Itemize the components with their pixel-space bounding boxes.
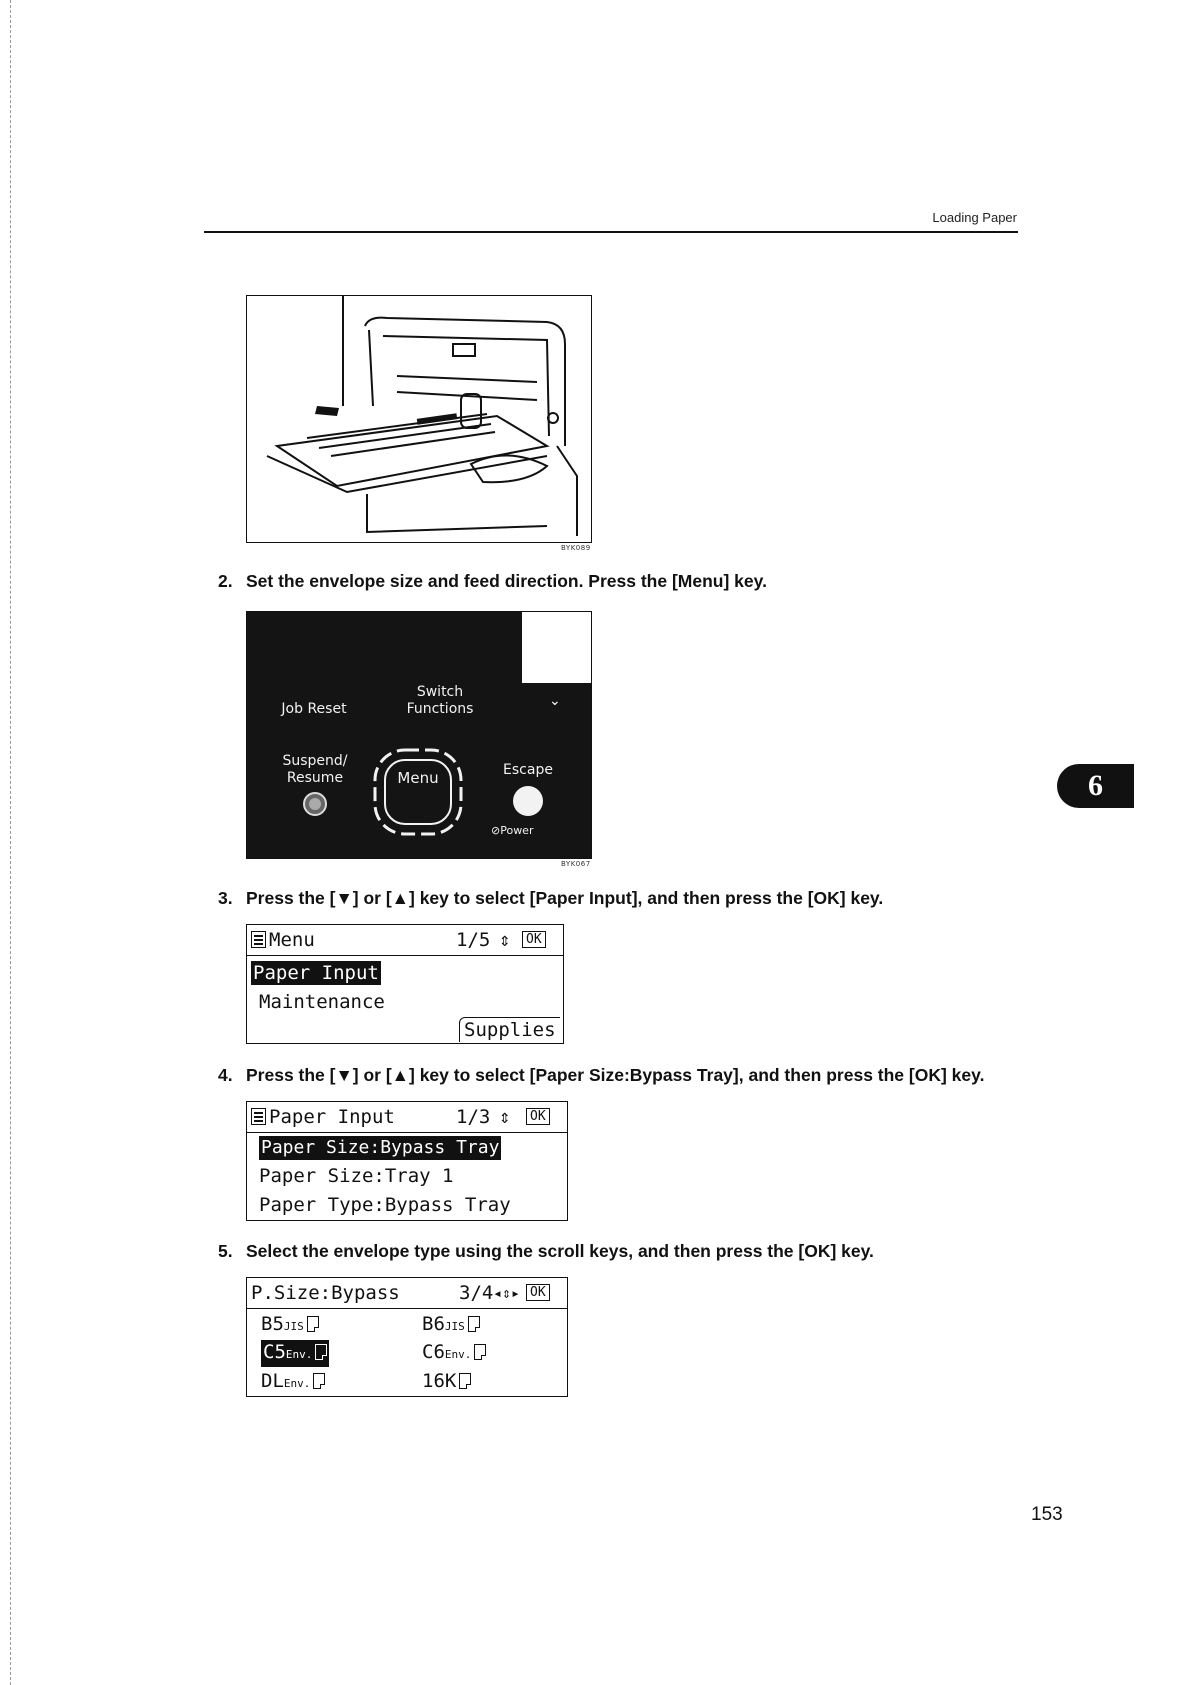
- menu-item-paper-input: Paper Input: [251, 961, 381, 985]
- lcd-page-indicator: 1/3: [456, 1106, 491, 1128]
- feed-direction-icon: [306, 1316, 319, 1332]
- step-text: Press the [▼] or [▲] key to select [Pape…: [246, 888, 884, 908]
- ok-key-indicator: OK: [526, 1284, 550, 1301]
- paper-size-option: DLEnv.: [261, 1369, 326, 1396]
- up-down-arrows-icon: ⇕: [499, 929, 511, 951]
- feed-direction-icon: [315, 1344, 328, 1360]
- paper-size-option-selected: C5Env.: [261, 1340, 330, 1367]
- lcd-header: Menu 1/5 ⇕ OK: [247, 925, 563, 956]
- paper-size-option: C6Env.: [422, 1340, 487, 1367]
- feed-direction-icon: [467, 1316, 480, 1332]
- panel-display-window: [522, 612, 591, 683]
- switch-functions-label: Switch Functions: [406, 684, 474, 717]
- menu-list-icon: [251, 1108, 266, 1125]
- step-number: 2.: [218, 571, 233, 591]
- escape-button: [513, 786, 543, 816]
- menu-item-maintenance: Maintenance: [259, 991, 385, 1013]
- menu-item-paper-size-tray1: Paper Size:Tray 1: [259, 1165, 454, 1187]
- feed-direction-icon: [474, 1344, 487, 1360]
- step-text: Set the envelope size and feed direction…: [246, 571, 767, 591]
- size-sub: JIS: [444, 1320, 465, 1333]
- lcd-screen-menu: Menu 1/5 ⇕ OK Paper Input Maintenance Su…: [246, 924, 564, 1044]
- step-text: Select the envelope type using the scrol…: [246, 1241, 874, 1261]
- lcd-page-indicator: 1/5: [456, 929, 491, 951]
- chevron-down-icon: ⌄: [549, 692, 561, 708]
- size-sub: JIS: [283, 1320, 304, 1333]
- figure-code-tray: BYK089: [561, 544, 591, 552]
- lcd-header: P.Size:Bypass 3/4 ◂⇕▸ OK: [247, 1278, 567, 1309]
- step-number: 4.: [218, 1065, 233, 1085]
- job-reset-label: Job Reset: [281, 701, 347, 717]
- figure-code-panel: BYK067: [561, 860, 591, 868]
- supplies-softkey: Supplies: [459, 1017, 560, 1042]
- menu-item-paper-type-bypass: Paper Type:Bypass Tray: [259, 1194, 511, 1216]
- paper-size-option: 16K: [422, 1369, 472, 1393]
- size-main: B5: [261, 1313, 284, 1335]
- chapter-tab: 6: [1057, 764, 1134, 808]
- power-label: Power: [500, 824, 534, 837]
- paper-size-option: B6JIS: [422, 1312, 480, 1339]
- menu-list-icon: [251, 931, 266, 948]
- suspend-resume-button-icon: [303, 792, 327, 816]
- step-3: 3. Press the [▼] or [▲] key to select [Pa…: [218, 888, 883, 909]
- header-rule: [204, 231, 1018, 233]
- size-sub: Env.: [283, 1377, 311, 1390]
- running-header: Loading Paper: [932, 210, 1017, 225]
- lcd-title: Paper Input: [269, 1106, 395, 1128]
- lcd-screen-paper-input: Paper Input 1/3 ⇕ OK Paper Size:Bypass T…: [246, 1101, 568, 1221]
- lcd-title: P.Size:Bypass: [251, 1282, 400, 1304]
- up-down-arrows-icon: ⇕: [499, 1106, 511, 1128]
- size-main: B6: [422, 1313, 445, 1335]
- lcd-title: Menu: [269, 929, 315, 951]
- size-main: C6: [422, 1341, 445, 1363]
- page-number: 153: [1031, 1504, 1063, 1525]
- scroll-arrows-icon: ◂⇕▸: [493, 1284, 521, 1302]
- size-sub: Env.: [285, 1348, 313, 1361]
- size-main: DL: [261, 1370, 284, 1392]
- step-5: 5. Select the envelope type using the scr…: [218, 1241, 874, 1262]
- power-icon: ⊘: [491, 824, 501, 837]
- suspend-resume-label: Suspend/ Resume: [282, 753, 348, 786]
- paper-size-option: B5JIS: [261, 1312, 319, 1339]
- lcd-screen-psize-bypass: P.Size:Bypass 3/4 ◂⇕▸ OK B5JIS B6JIS C5E…: [246, 1277, 568, 1397]
- step-number: 3.: [218, 888, 233, 908]
- escape-label: Escape: [503, 762, 553, 778]
- step-4: 4. Press the [▼] or [▲] key to select [Pa…: [218, 1065, 984, 1086]
- feed-direction-icon: [313, 1373, 326, 1389]
- control-panel-illustration: Switch Functions Job Reset ⌄ Suspend/ Re…: [246, 611, 592, 859]
- bypass-tray-illustration: [246, 295, 592, 543]
- feed-direction-icon: [459, 1373, 472, 1389]
- ok-key-indicator: OK: [522, 931, 546, 948]
- power-indicator: ⊘Power: [491, 824, 533, 837]
- step-text: Press the [▼] or [▲] key to select [Pape…: [246, 1065, 985, 1085]
- size-main: 16K: [422, 1370, 457, 1392]
- size-main: C5: [263, 1341, 286, 1363]
- binding-edge-line: [10, 0, 11, 1685]
- menu-key-label: Menu: [397, 769, 439, 787]
- menu-key-highlight-icon: [373, 748, 463, 836]
- menu-item-paper-size-bypass: Paper Size:Bypass Tray: [259, 1136, 502, 1160]
- printer-tray-drawing: [266, 296, 578, 536]
- step-number: 5.: [218, 1241, 233, 1261]
- size-sub: Env.: [444, 1348, 472, 1361]
- ok-key-indicator: OK: [526, 1108, 550, 1125]
- lcd-page-indicator: 3/4: [459, 1282, 494, 1304]
- step-2: 2. Set the envelope size and feed directi…: [218, 571, 767, 592]
- lcd-header: Paper Input 1/3 ⇕ OK: [247, 1102, 567, 1133]
